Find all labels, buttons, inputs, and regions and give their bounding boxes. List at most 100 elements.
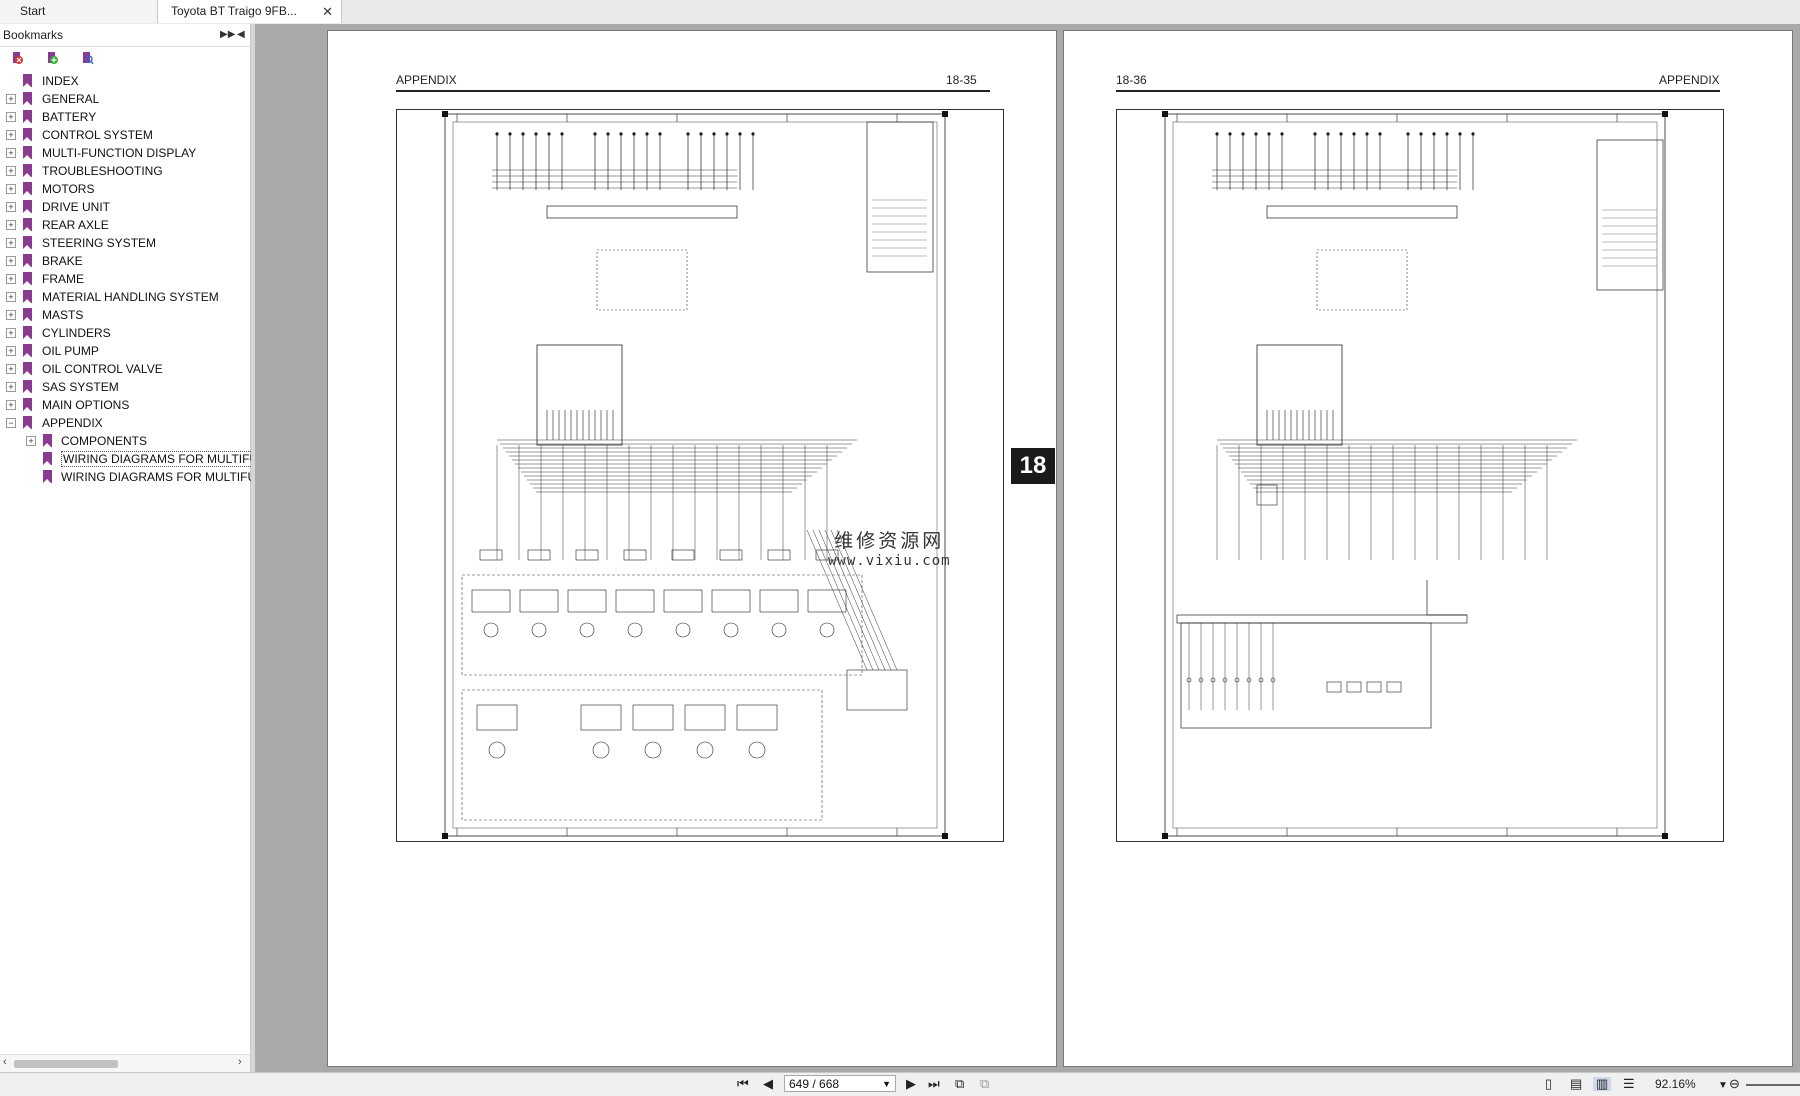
bookmark-item[interactable]: +CONTROL SYSTEM (0, 126, 250, 144)
sidebar-horizontal-scrollbar[interactable]: ‹ › (0, 1054, 250, 1072)
bookmark-icon (23, 200, 32, 213)
expand-icon[interactable]: + (6, 400, 16, 410)
bookmark-icon (43, 470, 52, 483)
bookmark-icon (23, 344, 32, 357)
add-bookmark-icon[interactable] (45, 51, 59, 65)
bookmark-icon (23, 92, 32, 105)
expand-icon[interactable]: + (6, 256, 16, 266)
single-page-view-icon[interactable]: ▯ (1545, 1076, 1553, 1091)
tab-document[interactable]: Toyota BT Traigo 9FB... ✕ (158, 0, 342, 23)
wiring-schematic (442, 111, 948, 839)
bookmark-item[interactable]: + CYLINDERS (0, 324, 250, 342)
watermark-url: www.vixiu.com (828, 553, 951, 569)
bookmark-item[interactable]: + MASTS (0, 306, 250, 324)
bookmark-item[interactable]: INDEX (0, 72, 250, 90)
bookmark-item[interactable]: +OIL CONTROL VALVE (0, 360, 250, 378)
expand-icon[interactable]: + (6, 292, 16, 302)
bookmark-label: WIRING DIAGRAMS FOR MULTIFUN (61, 470, 265, 484)
bookmark-label: CYLINDERS (42, 326, 111, 340)
scroll-right-icon[interactable]: › (238, 1056, 242, 1068)
bookmark-item[interactable]: + MULTI-FUNCTION DISPLAY (0, 144, 250, 162)
expand-icon[interactable]: + (6, 238, 16, 248)
bookmark-icon (23, 308, 32, 321)
bookmark-item[interactable]: WIRING DIAGRAMS FOR MULTIFUN (0, 450, 269, 468)
zoom-slider[interactable] (1746, 1084, 1800, 1086)
first-page-icon[interactable]: ⏮ (737, 1076, 749, 1091)
bookmark-icon (23, 380, 32, 393)
bookmark-icon (23, 128, 32, 141)
zoom-level: 92.16% (1655, 1077, 1696, 1091)
section-tab: 18 (1011, 448, 1055, 484)
bookmark-label: BATTERY (42, 110, 97, 124)
delete-bookmark-icon[interactable] (10, 51, 24, 65)
bookmark-item[interactable]: + STEERING SYSTEM (0, 234, 250, 252)
expand-icon[interactable]: + (6, 328, 16, 338)
expand-icon[interactable]: + (6, 148, 16, 158)
expand-icon[interactable]: + (6, 94, 16, 104)
header-rule (396, 90, 990, 92)
bookmark-label: STEERING SYSTEM (42, 236, 157, 250)
expand-icon[interactable]: + (6, 202, 16, 212)
bookmark-label: MOTORS (42, 182, 95, 196)
bookmark-item[interactable]: + BATTERY (0, 108, 250, 126)
bookmark-label: MULTI-FUNCTION DISPLAY (42, 146, 197, 160)
bookmark-label: MASTS (42, 308, 84, 322)
bookmark-item[interactable]: + FRAME (0, 270, 250, 288)
collapse-panel-icon[interactable]: ◀ (237, 29, 245, 40)
bookmark-label: FRAME (42, 272, 84, 286)
expand-icon[interactable]: + (6, 166, 16, 176)
expand-icon[interactable]: + (6, 346, 16, 356)
two-page-continuous-view-icon[interactable]: ☰ (1623, 1076, 1635, 1091)
zoom-menu-icon[interactable]: ▼ (1718, 1080, 1728, 1091)
bookmark-item[interactable]: +SAS SYSTEM (0, 378, 250, 396)
close-tab-icon[interactable]: ✕ (322, 4, 333, 19)
bookmark-item[interactable]: −APPENDIX (0, 414, 250, 432)
next-page-icon[interactable]: ▶ (906, 1076, 916, 1091)
bookmark-label: BRAKE (42, 254, 83, 268)
continuous-view-icon[interactable]: ▤ (1570, 1076, 1583, 1091)
expand-icon[interactable]: + (6, 310, 16, 320)
expand-icon[interactable]: + (6, 274, 16, 284)
bookmark-icon (23, 146, 32, 159)
bookmark-item[interactable]: +REAR AXLE (0, 216, 250, 234)
expand-icon[interactable]: + (26, 436, 36, 446)
find-bookmark-icon[interactable] (80, 51, 94, 65)
bookmark-item[interactable]: +TROUBLESHOOTING (0, 162, 250, 180)
next-view-icon[interactable]: ⧉ (980, 1076, 990, 1091)
scrollbar-thumb[interactable] (14, 1060, 118, 1068)
previous-page-icon[interactable]: ◀ (763, 1076, 773, 1091)
expand-icon[interactable]: + (6, 130, 16, 140)
collapse-icon[interactable]: − (6, 418, 16, 428)
chevron-down-icon[interactable]: ▼ (882, 1079, 891, 1089)
last-page-icon[interactable]: ⏭ (928, 1076, 940, 1091)
zoom-out-icon[interactable]: ⊖ (1729, 1076, 1740, 1091)
scroll-left-icon[interactable]: ‹ (3, 1056, 7, 1068)
expand-panel-icon[interactable]: ▶▶ (220, 29, 236, 40)
bookmark-item[interactable]: WIRING DIAGRAMS FOR MULTIFUN (0, 468, 265, 486)
bookmark-icon (23, 326, 32, 339)
bookmark-item[interactable]: +OIL PUMP (0, 342, 250, 360)
document-viewer[interactable]: APPENDIX 18-35 18 维修资源网 www.vixiu.com 18… (255, 24, 1800, 1072)
expand-icon[interactable]: + (6, 112, 16, 122)
bookmark-icon (43, 452, 52, 465)
expand-icon[interactable]: + (6, 220, 16, 230)
expand-icon[interactable]: + (6, 184, 16, 194)
bookmarks-toolbar (0, 47, 250, 71)
tab-bar: Start Toyota BT Traigo 9FB... ✕ (0, 0, 1800, 25)
expand-icon[interactable]: + (6, 364, 16, 374)
expand-icon[interactable]: + (6, 382, 16, 392)
two-page-view-icon[interactable]: ▥ (1593, 1077, 1612, 1091)
bookmark-item[interactable]: + BRAKE (0, 252, 250, 270)
bookmark-item[interactable]: +MATERIAL HANDLING SYSTEM (0, 288, 250, 306)
bookmark-item[interactable]: +DRIVE UNIT (0, 198, 250, 216)
bookmark-item[interactable]: +MAIN OPTIONS (0, 396, 250, 414)
panel-splitter[interactable] (251, 24, 255, 1072)
bookmark-item[interactable]: +COMPONENTS (0, 432, 250, 450)
bookmark-item[interactable]: +GENERAL (0, 90, 250, 108)
header-rule (1116, 90, 1720, 92)
bookmark-item[interactable]: + MOTORS (0, 180, 250, 198)
previous-view-icon[interactable]: ⧉ (955, 1076, 965, 1091)
bookmark-icon (43, 434, 52, 447)
page-number-input[interactable]: 649 / 668 ▼ (784, 1075, 896, 1092)
tab-start[interactable]: Start (0, 0, 158, 23)
